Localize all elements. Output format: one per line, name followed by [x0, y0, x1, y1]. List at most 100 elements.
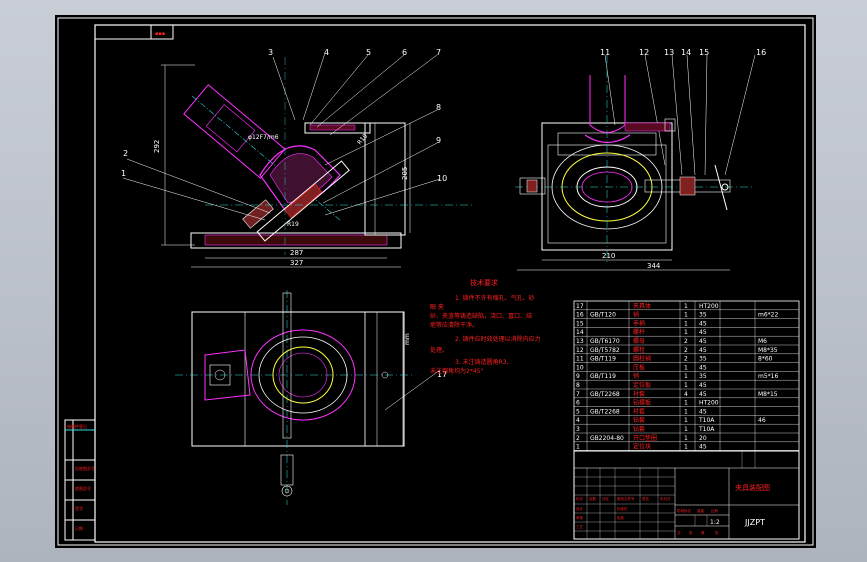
bom-cell-name: 螺杆: [633, 328, 645, 336]
bom-cell-qty: 1: [684, 400, 688, 407]
bom-cell-name: 定位板: [633, 381, 651, 389]
bom-cell-name: 销: [633, 372, 639, 380]
bom-cell-name: 衬套: [633, 390, 645, 398]
notes-line-5: 处理。: [430, 346, 448, 354]
side-view[interactable]: 210 344: [515, 55, 755, 271]
tb-label-4: 签名: [642, 496, 649, 501]
bom-cell-qty: 2: [684, 356, 688, 363]
notes-line-0: 1. 铸件不许有缩孔、气孔、砂: [455, 294, 535, 302]
strip-label-1: 旧底图总号: [75, 465, 95, 471]
strip-label-0: 借用件登记: [67, 423, 87, 429]
code-box-label: ▪▪▪: [155, 31, 165, 37]
front-width-outer: 327: [290, 259, 303, 267]
bom-cell-no: 4: [576, 417, 580, 424]
side-width-outer: 344: [647, 262, 661, 270]
bom-cell-mat: 35: [699, 356, 707, 363]
notes-line-1: 眼 夹: [430, 303, 444, 311]
tb-label-14: 共: [677, 530, 681, 535]
bom-cell-code: GB/T5782: [590, 347, 620, 354]
tb-label-5: 年月日: [660, 496, 671, 501]
bom-cell-name: 压板: [633, 363, 645, 371]
bom-cell-no: 10: [576, 364, 584, 371]
bom-cell-mat: T10A: [698, 426, 715, 433]
tb-label-1: 处数: [589, 496, 597, 501]
bom-cell-qty: 2: [684, 347, 688, 354]
bom-cell-no: 16: [576, 312, 584, 319]
title-scale: 1:2: [710, 519, 720, 526]
part-number-8: 8: [436, 103, 441, 112]
tb-label-11: 阶段标记: [677, 508, 691, 513]
bom-cell-no: 3: [576, 426, 580, 433]
tb-label-10: 批准: [617, 515, 625, 520]
front-right-height-dim: 205: [401, 167, 409, 180]
bom-cell-note: 46: [758, 417, 766, 424]
bom-cell-no: 17: [576, 303, 584, 310]
front-width-inner: 287: [290, 249, 303, 257]
bom-cell-note: M6: [758, 338, 767, 345]
left-strip: 借用件登记 旧底图总号 底图总号 签字 日期: [64, 419, 96, 541]
bom-cell-no: 15: [576, 320, 584, 327]
tb-label-12: 重量: [697, 508, 705, 513]
bom-cell-no: 6: [576, 400, 580, 407]
bom-cell-no: 11: [576, 356, 584, 363]
sheet-inner-border: [94, 24, 806, 543]
bom-cell-qty: 1: [684, 435, 688, 442]
front-height-dim: 292: [153, 140, 161, 153]
bom-cell-code: GB2204-80: [590, 435, 624, 442]
bom-cell-mat: 45: [699, 320, 707, 327]
part-number-labels: 1 2 3 4 5 6 7 8 9 10 11 12 13 14 15 16 1…: [121, 48, 766, 379]
bom-cell-name: 钻模板: [633, 399, 651, 407]
bom-cell-mat: 45: [699, 338, 707, 345]
bom-cell-mat: HT200: [699, 303, 719, 310]
bom-cell-qty: 1: [684, 329, 688, 336]
bom-cell-name: 圆柱销: [633, 355, 651, 363]
bom-cell-note: m6*22: [758, 312, 778, 319]
bom-cell-code: GB/T120: [590, 312, 616, 319]
bom-cell-qty: 1: [684, 417, 688, 424]
cad-drawing-canvas[interactable]: ▪▪▪ 借用件登记 旧底图总号 底图总号 签字 日期: [55, 15, 816, 548]
title-drawing-name: 夹具装配图: [735, 483, 770, 492]
bom-cell-qty: 2: [684, 338, 688, 345]
tb-label-15: 张: [689, 530, 693, 535]
bom-cell-code: GB/T2268: [590, 408, 620, 415]
part-number-6: 6: [402, 48, 407, 57]
notes-line-6: 3. 未注铸造圆角R3,: [455, 358, 509, 366]
bom-cell-mat: 20: [699, 435, 707, 442]
title-sheet-code: JJZPT: [744, 518, 765, 527]
part-number-11: 11: [600, 48, 610, 57]
part-number-7: 7: [436, 48, 441, 57]
part-number-1: 1: [121, 169, 126, 178]
title-block: 夹具装配图 1:2 JJZPT 标记 处数 分区 更改文件号 签名 年月日 设计…: [573, 450, 800, 540]
plan-view[interactable]: mm: [175, 290, 415, 505]
bom-cell-no: 1: [576, 444, 580, 451]
bom-cell-mat: 45: [699, 382, 707, 389]
notes-line-4: 2. 铸件应时效处理以消除内应力: [455, 335, 541, 343]
bom-cell-no: 5: [576, 408, 580, 415]
bom-cell-name: 钻套: [633, 425, 645, 433]
part-number-4: 4: [324, 48, 329, 57]
part-number-10: 10: [437, 174, 447, 183]
bom-cell-mat: 45: [699, 364, 707, 371]
bom-cell-note: m5*16: [758, 373, 778, 380]
strip-label-3: 签字: [75, 505, 83, 511]
part-number-17: 17: [437, 370, 447, 379]
part-number-15: 15: [699, 48, 709, 57]
bom-cell-name: 衬套: [633, 407, 645, 415]
bom-cell-mat: 45: [699, 444, 707, 451]
bom-cell-mat: T10A: [698, 417, 715, 424]
bom-cell-code: GB/T2268: [590, 391, 620, 398]
front-view[interactable]: 292 205 287 327 φ12F7/m6 R19 R10: [153, 57, 475, 268]
technical-notes: 技术要求 1. 铸件不许有缩孔、气孔、砂 眼 夹 砂、夹渣等铸造缺陷，浇口、冒口…: [430, 278, 541, 375]
bom-cell-mat: 45: [699, 347, 707, 354]
tb-label-16: 第: [701, 530, 705, 535]
code-box: [94, 24, 174, 40]
plan-dim-label: mm: [404, 333, 411, 345]
bom-cell-qty: 1: [684, 408, 688, 415]
side-width-inner: 210: [602, 252, 615, 260]
bom-cell-mat: 45: [699, 329, 707, 336]
part-number-3: 3: [268, 48, 273, 57]
bom-cell-name: 钻套: [633, 416, 645, 424]
bom-cell-name: 开口垫圈: [633, 434, 657, 442]
bom-cell-no: 9: [576, 373, 580, 380]
